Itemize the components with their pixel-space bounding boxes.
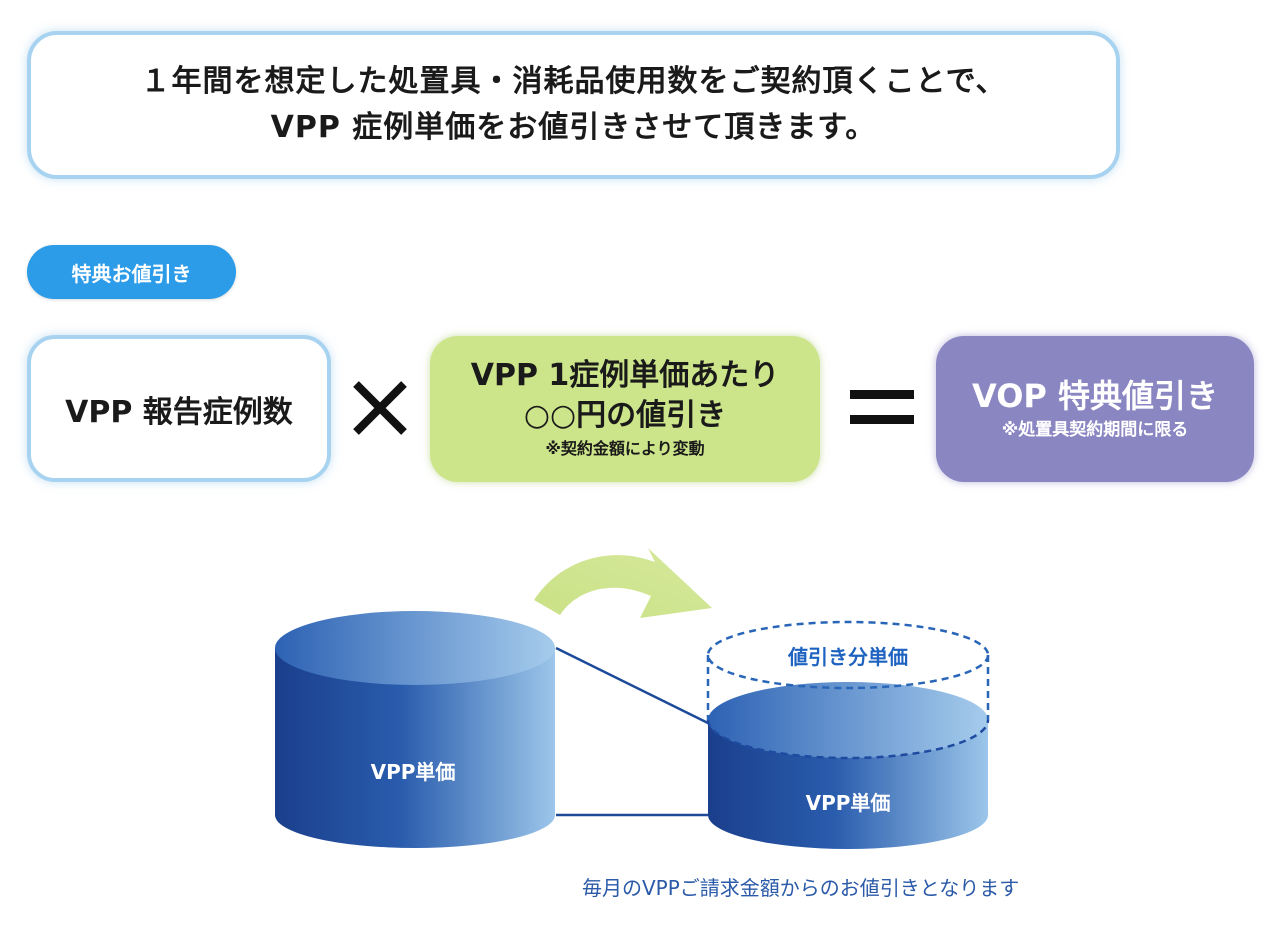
headline-box: １年間を想定した処置具・消耗品使用数をご契約頂くことで、 VPP 症例単価をお値… xyxy=(27,31,1120,179)
curved-arrow-icon xyxy=(534,548,712,618)
discount-portion-outline xyxy=(706,620,990,760)
right-cylinder xyxy=(708,682,988,849)
per-case-discount-line-1: VPP 1症例単価あたり xyxy=(470,358,780,393)
equals-symbol xyxy=(842,368,922,448)
multiply-symbol xyxy=(345,368,415,448)
vop-discount-note: ※処置具契約期間に限る xyxy=(1001,420,1189,440)
per-case-discount-box: VPP 1症例単価あたり ○○円の値引き ※契約金額により変動 xyxy=(430,336,820,482)
discount-portion-label: 値引き分単価 xyxy=(787,645,908,669)
equals-icon xyxy=(850,390,914,424)
right-cylinder-top xyxy=(708,682,988,758)
left-cylinder-top xyxy=(275,611,555,685)
per-case-discount-note: ※契約金額により変動 xyxy=(545,439,705,458)
multiply-icon xyxy=(353,381,407,435)
right-cylinder-label: VPP単価 xyxy=(806,791,891,815)
top-connector-line xyxy=(555,646,713,727)
vop-discount-title: VOP 特典値引き xyxy=(971,377,1218,415)
reported-cases-label: VPP 報告症例数 xyxy=(65,394,293,430)
headline-line-1: １年間を想定した処置具・消耗品使用数をご契約頂くことで、 xyxy=(140,64,1007,99)
reported-cases-box: VPP 報告症例数 xyxy=(27,335,331,482)
monthly-billing-note: 毎月のVPPご請求金額からのお値引きとなります xyxy=(582,876,1020,900)
vop-discount-box: VOP 特典値引き ※処置具契約期間に限る xyxy=(936,336,1254,482)
left-cylinder-label: VPP単価 xyxy=(371,760,456,784)
headline-line-2: VPP 症例単価をお値引きさせて頂きます。 xyxy=(270,110,877,145)
special-discount-badge: 特典お値引き xyxy=(27,245,236,299)
left-cylinder xyxy=(275,611,555,848)
per-case-discount-line-2: ○○円の値引き xyxy=(523,398,727,433)
left-cylinder-body xyxy=(275,648,555,848)
